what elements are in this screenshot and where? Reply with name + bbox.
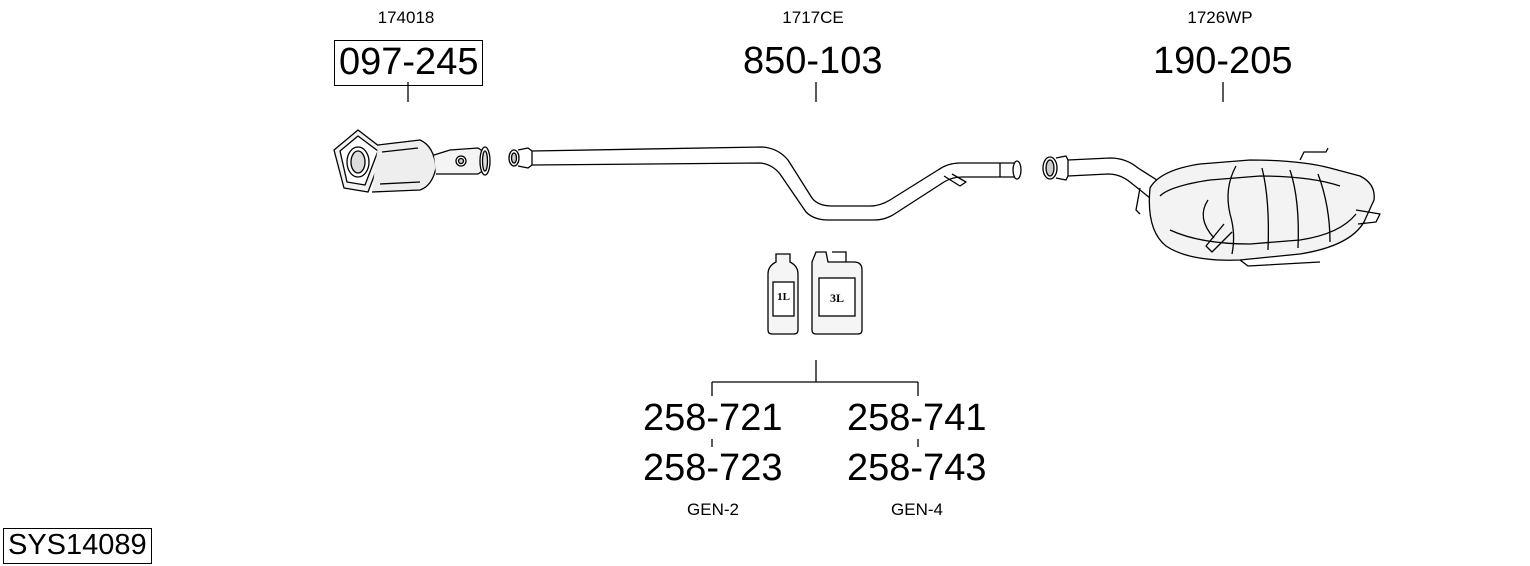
part-number-258-743[interactable]: 258-743 — [847, 447, 987, 489]
middle-pipe-icon — [508, 146, 1022, 221]
gen-label-left: GEN-2 — [687, 500, 739, 519]
part-number-258-741[interactable]: 258-741 — [847, 397, 987, 439]
kit-bracket — [711, 360, 919, 447]
system-id-box: SYS14089 — [3, 528, 152, 564]
gen-label-right: GEN-4 — [891, 500, 943, 519]
part-number-190-205[interactable]: 190-205 — [1153, 40, 1293, 82]
part-ref-label: 1717CE — [782, 8, 844, 27]
part-ref-label: 174018 — [377, 8, 435, 27]
rear-silencer-icon — [1042, 147, 1381, 267]
paste-bottle-1l-icon — [767, 253, 799, 335]
part-number-850-103[interactable]: 850-103 — [743, 40, 883, 82]
catalytic-converter-icon — [333, 129, 491, 193]
part-number-258-723[interactable]: 258-723 — [643, 447, 783, 489]
paste-bottle-3l-icon — [811, 251, 863, 335]
part-number-097-245[interactable]: 097-245 — [334, 40, 484, 86]
part-number-258-721[interactable]: 258-721 — [643, 397, 783, 439]
bottle-label-small: 1L — [777, 291, 790, 303]
bottle-label-large: 3L — [829, 291, 844, 305]
part-ref-label: 1726WP — [1187, 8, 1253, 27]
